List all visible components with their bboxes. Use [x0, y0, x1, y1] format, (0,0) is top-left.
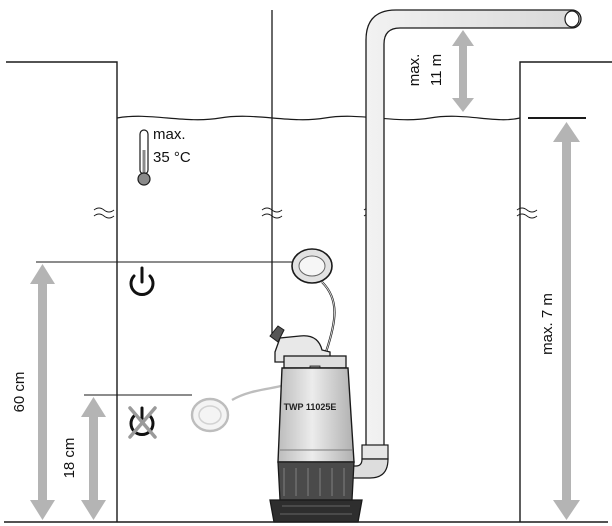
switch-off-level-label: 18 cm	[61, 438, 78, 479]
max-head-arrow	[452, 30, 474, 112]
pump-base	[277, 461, 355, 501]
max-temperature-label: max.	[153, 126, 186, 143]
max-head-value: 11 m	[428, 54, 445, 86]
switch-on-level-label: 60 cm	[11, 372, 28, 413]
switch-on-level-arrow	[30, 264, 55, 520]
max-head-label: max.	[406, 54, 423, 87]
power-on-icon	[129, 266, 155, 296]
max-depth-label: max. 7 m	[539, 293, 556, 355]
pump	[269, 325, 363, 523]
pump-body	[277, 367, 355, 463]
right-wall	[519, 61, 612, 522]
thermometer-icon	[137, 129, 151, 186]
float-switch-off-position	[190, 379, 294, 433]
pump-foot	[269, 499, 363, 523]
pump-model-label: TWP 11025E	[284, 402, 337, 412]
water-surface	[116, 115, 521, 121]
switch-off-level-arrow	[81, 397, 106, 520]
float-switch-on-position	[291, 248, 336, 353]
break-mark-icon	[93, 207, 538, 219]
power-off-icon	[128, 406, 157, 439]
max-temperature-value: 35 °C	[153, 149, 191, 166]
left-wall	[6, 61, 118, 522]
max-depth-arrow	[553, 122, 580, 520]
